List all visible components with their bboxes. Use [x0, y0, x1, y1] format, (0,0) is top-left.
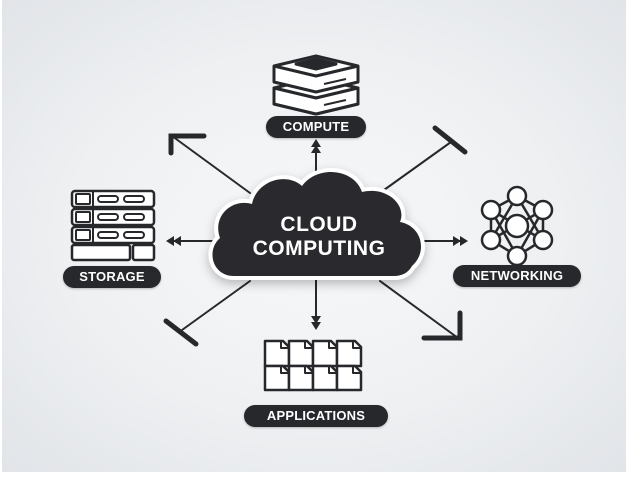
- arrowhead-storage-icon: [166, 236, 181, 246]
- t-bar-bottom-left-icon: [163, 318, 199, 347]
- compute-label: COMPUTE: [266, 116, 366, 138]
- corner-arrow-top-left-icon: [168, 133, 207, 156]
- arrowhead-applications-icon: [311, 316, 321, 330]
- corner-arrow-bottom-right-icon: [421, 310, 463, 341]
- applications-label: APPLICATIONS: [244, 405, 388, 427]
- network-mesh-icon: [480, 185, 554, 267]
- storage-label: STORAGE: [63, 266, 161, 288]
- server-stack-icon: [272, 54, 360, 116]
- connector-bottom-right: [379, 280, 459, 339]
- cloud-shape-icon: [208, 168, 425, 280]
- cloud-title-line2: COMPUTING: [252, 237, 386, 260]
- connector-bottom-left: [181, 280, 251, 331]
- documents-grid-icon: [263, 339, 363, 392]
- connector-top-right: [383, 141, 452, 191]
- t-bar-top-right-icon: [432, 125, 468, 155]
- arrowhead-compute-icon: [311, 139, 321, 153]
- networking-label: NETWORKING: [453, 265, 581, 287]
- cloud-title-line1: CLOUD: [280, 213, 358, 236]
- arrowhead-networking-icon: [453, 236, 468, 246]
- storage-rack-icon: [70, 189, 156, 262]
- connector-top-left: [171, 135, 251, 194]
- cloud-title: CLOUD COMPUTING: [224, 213, 414, 261]
